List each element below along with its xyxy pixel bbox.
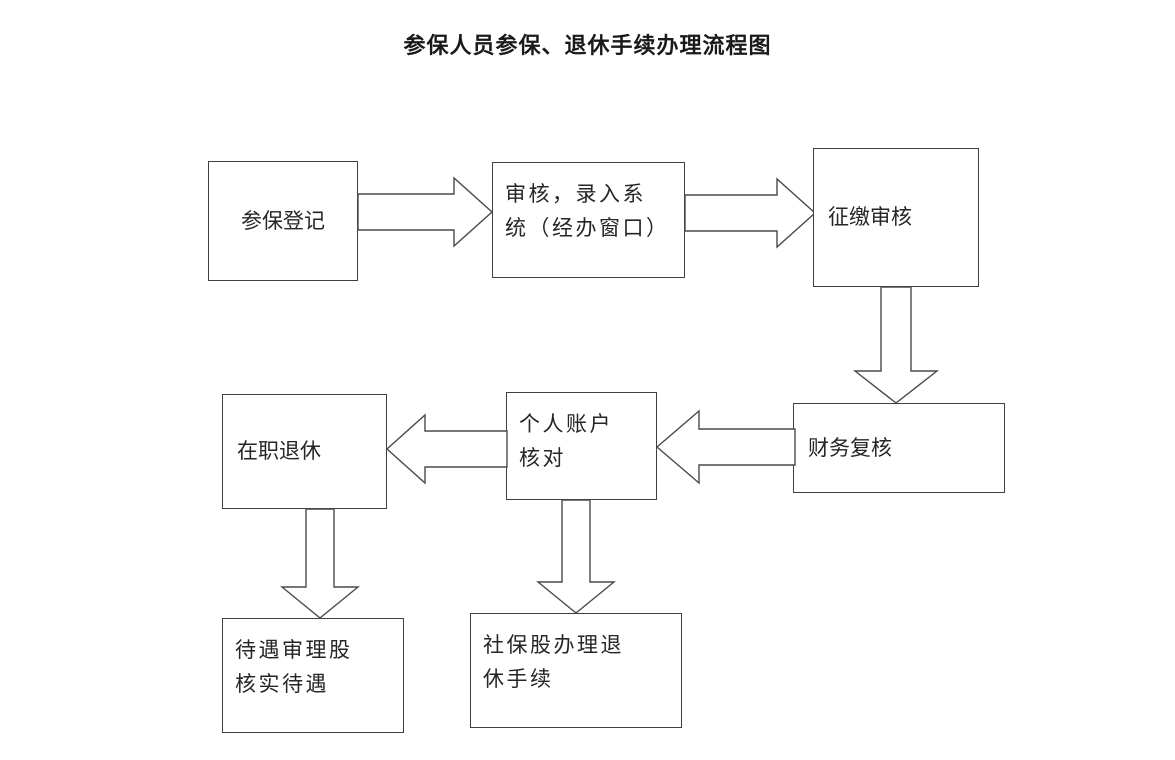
node-shebao-gu-tuixiu: 社保股办理退 休手续 <box>470 613 682 728</box>
edge-arrow-right-2 <box>684 177 817 249</box>
node-label: 在职退休 <box>237 439 321 464</box>
node-zaizhi-tuixiu: 在职退休 <box>222 394 387 509</box>
node-shenhe-luru-xitong: 审核，录入系 统（经办窗口） <box>492 162 685 278</box>
node-label: 审核，录入系 统（经办窗口） <box>505 182 670 241</box>
edge-arrow-down-1 <box>852 286 940 404</box>
node-label: 参保登记 <box>241 208 325 233</box>
edge-arrow-left-1 <box>655 409 796 485</box>
edge-arrow-down-3 <box>536 499 616 614</box>
node-label: 财务复核 <box>808 435 892 460</box>
node-canbao-dengji: 参保登记 <box>208 161 358 281</box>
node-label: 个人账户 核对 <box>519 412 613 471</box>
node-zhengjiao-shenhe: 征缴审核 <box>813 148 979 287</box>
node-caiwu-fuhe: 财务复核 <box>793 403 1005 493</box>
edge-arrow-right-1 <box>357 176 494 248</box>
node-label: 待遇审理股 核实待遇 <box>235 638 353 697</box>
node-label: 社保股办理退 休手续 <box>483 633 624 692</box>
edge-arrow-left-2 <box>385 413 508 485</box>
node-geren-zhanghu-hedui: 个人账户 核对 <box>506 392 657 500</box>
edge-arrow-down-2 <box>280 508 360 619</box>
node-label: 征缴审核 <box>828 205 912 230</box>
node-daiyu-shenli-gu: 待遇审理股 核实待遇 <box>222 618 404 733</box>
page-title: 参保人员参保、退休手续办理流程图 <box>403 34 772 59</box>
